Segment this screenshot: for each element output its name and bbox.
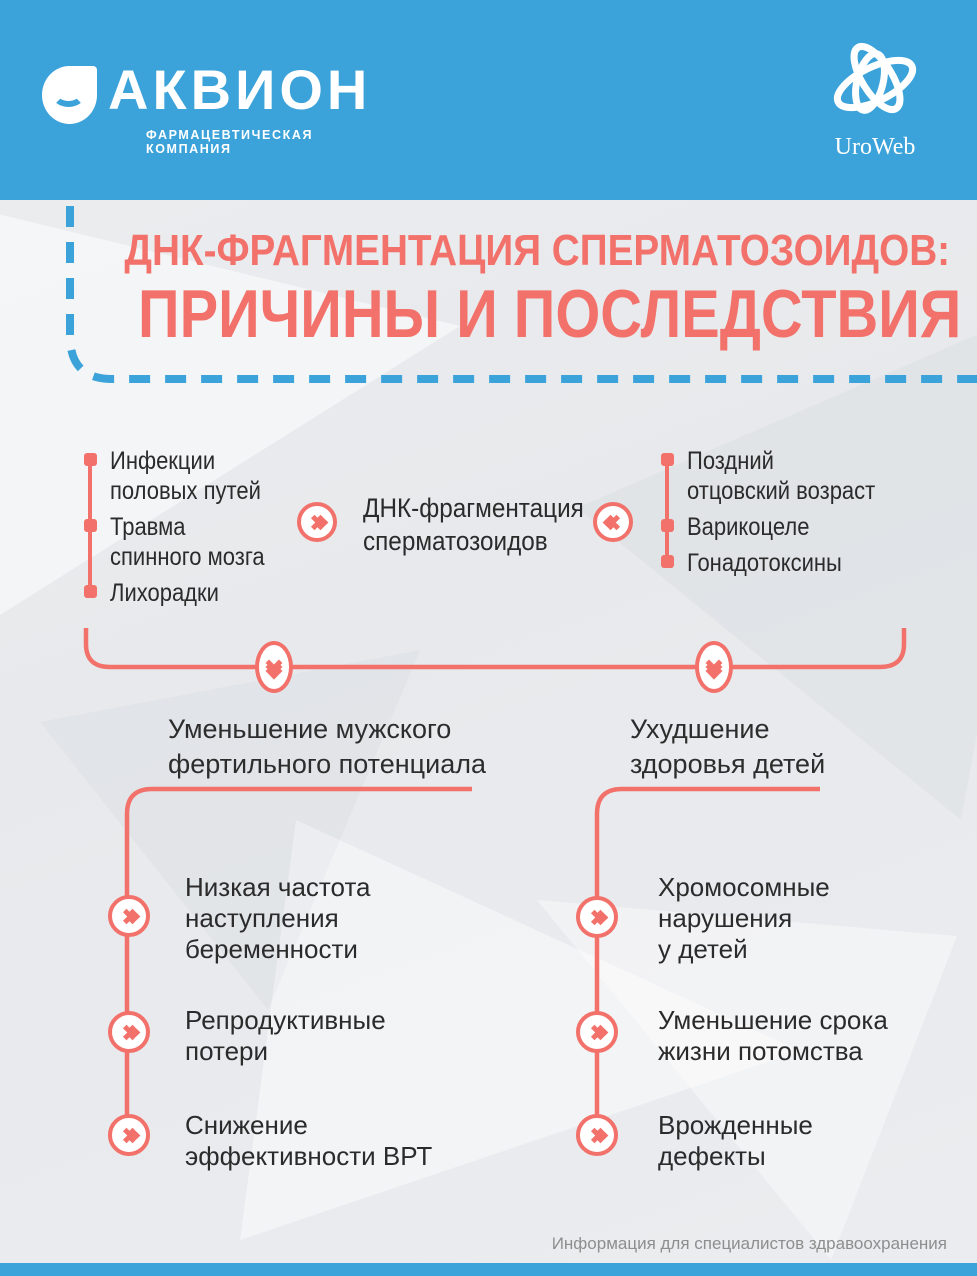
outcome-item: Репродуктивные потери bbox=[185, 1005, 386, 1066]
double-chevron-right-icon bbox=[586, 909, 608, 925]
list-item: Гонадотоксины bbox=[661, 548, 921, 578]
akvion-wordmark: АКВИОН bbox=[108, 58, 372, 121]
cause-label: Варикоцеле bbox=[687, 513, 810, 541]
footer-note: Информация для специалистов здравоохране… bbox=[551, 1234, 947, 1253]
cause-label: Поздний отцовский возраст bbox=[687, 447, 876, 505]
outcome-item: Уменьшение срока жизни потомства bbox=[658, 1005, 888, 1066]
double-chevron-right-icon bbox=[586, 1024, 608, 1040]
chevron-right-circle bbox=[108, 895, 150, 937]
list-item: Лихорадки bbox=[84, 578, 334, 608]
causes-right-list: Поздний отцовский возраст Варикоцеле Гон… bbox=[661, 446, 921, 578]
double-chevron-right-icon bbox=[118, 1024, 140, 1040]
list-item: Инфекции половых путей bbox=[84, 446, 334, 506]
cause-label: Лихорадки bbox=[110, 579, 219, 607]
smile-arc bbox=[52, 82, 85, 107]
bottom-bar bbox=[0, 1263, 977, 1276]
square-bullet-icon bbox=[84, 519, 97, 532]
square-bullet-icon bbox=[661, 519, 674, 532]
chevron-right-circle bbox=[108, 1114, 150, 1156]
dna-fragmentation-label: ДНК-фрагментация сперматозоидов bbox=[363, 493, 584, 556]
header-bar: АКВИОН ФАРМАЦЕВТИЧЕСКАЯ КОМПАНИЯ UroWeb bbox=[0, 0, 977, 200]
title-line-2: ПРИЧИНЫ И ПОСЛЕДСТВИЯ bbox=[138, 275, 962, 352]
cause-label: Травма спинного мозга bbox=[110, 513, 265, 571]
list-item: Варикоцеле bbox=[661, 512, 921, 542]
square-bullet-icon bbox=[84, 453, 97, 466]
title-line-1: ДНК-ФРАГМЕНТАЦИЯ СПЕРМАТОЗОИДОВ: bbox=[124, 226, 951, 275]
triple-chevron-down-icon bbox=[265, 654, 283, 680]
cause-connector-line bbox=[665, 458, 669, 562]
list-item: Травма спинного мозга bbox=[84, 512, 334, 572]
outcome-item: Врожденные дефекты bbox=[658, 1110, 813, 1171]
akvion-logo: АКВИОН ФАРМАЦЕВТИЧЕСКАЯ КОМПАНИЯ bbox=[42, 60, 402, 160]
chevron-right-circle bbox=[297, 502, 337, 542]
chevron-right-circle bbox=[576, 1011, 618, 1053]
double-chevron-left-icon bbox=[602, 514, 624, 530]
double-chevron-right-icon bbox=[306, 514, 328, 530]
butterfly-swirl-icon bbox=[833, 42, 917, 114]
akvion-tagline: ФАРМАЦЕВТИЧЕСКАЯ КОМПАНИЯ bbox=[146, 128, 314, 156]
outcome-item: Низкая частота наступления беременности bbox=[185, 872, 371, 964]
square-bullet-icon bbox=[661, 453, 674, 466]
square-bullet-icon bbox=[84, 585, 97, 598]
chevron-down-oval bbox=[695, 641, 733, 693]
triple-chevron-down-icon bbox=[705, 654, 723, 680]
outcome-left-title: Уменьшение мужского фертильного потенциа… bbox=[168, 714, 486, 779]
chevron-right-circle bbox=[576, 896, 618, 938]
uroweb-logo: UroWeb bbox=[820, 30, 930, 170]
branch-line-left bbox=[124, 786, 472, 1135]
double-chevron-right-icon bbox=[586, 1127, 608, 1143]
double-chevron-right-icon bbox=[118, 908, 140, 924]
outcome-right-title: Ухудшение здоровья детей bbox=[630, 714, 826, 779]
chevron-down-oval bbox=[255, 641, 293, 693]
double-chevron-right-icon bbox=[118, 1127, 140, 1143]
causes-left-list: Инфекции половых путей Травма спинного м… bbox=[84, 446, 334, 608]
chevron-right-circle bbox=[576, 1114, 618, 1156]
cause-label: Гонадотоксины bbox=[687, 549, 842, 577]
dashed-title-border bbox=[66, 206, 977, 383]
list-item: Поздний отцовский возраст bbox=[661, 446, 921, 506]
branch-line-right bbox=[594, 786, 820, 1135]
bracket-line bbox=[83, 628, 907, 670]
droplet-smile-icon bbox=[42, 66, 97, 124]
chevron-left-circle bbox=[593, 502, 633, 542]
title-block: ДНК-ФРАГМЕНТАЦИЯ СПЕРМАТОЗОИДОВ: ПРИЧИНЫ… bbox=[70, 226, 977, 350]
outcome-item: Хромосомные нарушения у детей bbox=[658, 872, 830, 964]
square-bullet-icon bbox=[661, 555, 674, 568]
outcome-item: Снижение эффективности ВРТ bbox=[185, 1110, 433, 1171]
cause-label: Инфекции половых путей bbox=[110, 447, 261, 505]
uroweb-wordmark: UroWeb bbox=[834, 134, 916, 160]
chevron-right-circle bbox=[108, 1011, 150, 1053]
